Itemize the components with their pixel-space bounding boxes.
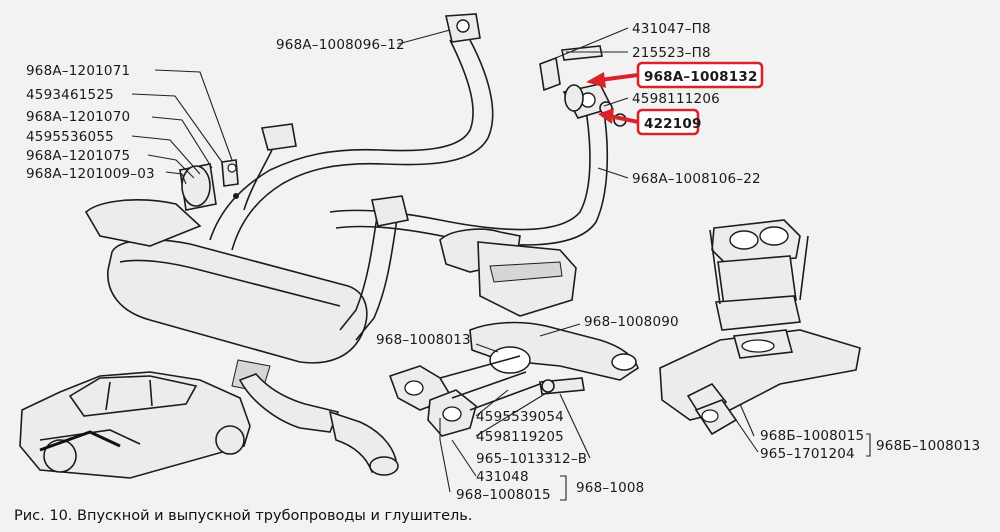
clamp-assembly [179, 159, 239, 211]
red-arrow-1 [599, 73, 639, 82]
label-968-1008: 968–1008 [576, 480, 644, 496]
label-431048: 431048 [476, 469, 529, 485]
label-968a-1201075: 968А–1201075 [26, 148, 130, 164]
label-431047-p8: 431047–П8 [632, 21, 711, 37]
label-968b-1008013: 968Б–1008013 [876, 438, 980, 454]
label-968a-1008132: 968А–1008132 [644, 69, 758, 85]
car-sketch [19, 371, 251, 479]
leader-lines [131, 27, 871, 501]
label-4593461525: 4593461525 [26, 87, 114, 103]
label-968a-1201009-03: 968А–1201009–03 [26, 166, 155, 182]
label-4595536055: 4595536055 [26, 129, 114, 145]
label-968a-1201070: 968А–1201070 [26, 109, 130, 125]
part-labels: 968А–1201071 4593461525 968А–1201070 459… [26, 21, 980, 503]
label-968-1008015: 968–1008015 [456, 487, 551, 503]
label-968b-1008015: 968Б–1008015 [760, 428, 864, 444]
label-4595539054: 4595539054 [476, 409, 564, 425]
label-968a-1201071: 968А–1201071 [26, 63, 130, 79]
label-968-1008013: 968–1008013 [376, 332, 471, 348]
red-arrow-2-head [598, 108, 614, 124]
intake-manifold-right [659, 219, 861, 436]
label-4598111206: 4598111206 [632, 91, 720, 107]
exhaust-pipe-left [209, 13, 494, 251]
exhaust-pipe-center [243, 123, 409, 341]
label-968a-1008096-12: 968А–1008096–12 [276, 37, 405, 53]
cylinder-head-manifold [388, 228, 639, 437]
label-215523-p8: 215523–П8 [632, 45, 711, 61]
highlight-callouts [586, 61, 764, 136]
label-4598119205: 4598119205 [476, 429, 564, 445]
label-965-1013312-v: 965–1013312–В [476, 451, 587, 467]
label-968-1008090: 968–1008090 [584, 314, 679, 330]
label-965-1701204: 965–1701204 [760, 446, 855, 462]
label-422109: 422109 [644, 116, 702, 132]
red-arrow-2 [609, 114, 639, 124]
label-968a-1008106-22: 968А–1008106–22 [632, 171, 761, 187]
red-arrow-1-head [586, 72, 606, 88]
figure-caption: Рис. 10. Впускной и выпускной трубопрово… [14, 508, 473, 524]
muffler [84, 199, 399, 476]
